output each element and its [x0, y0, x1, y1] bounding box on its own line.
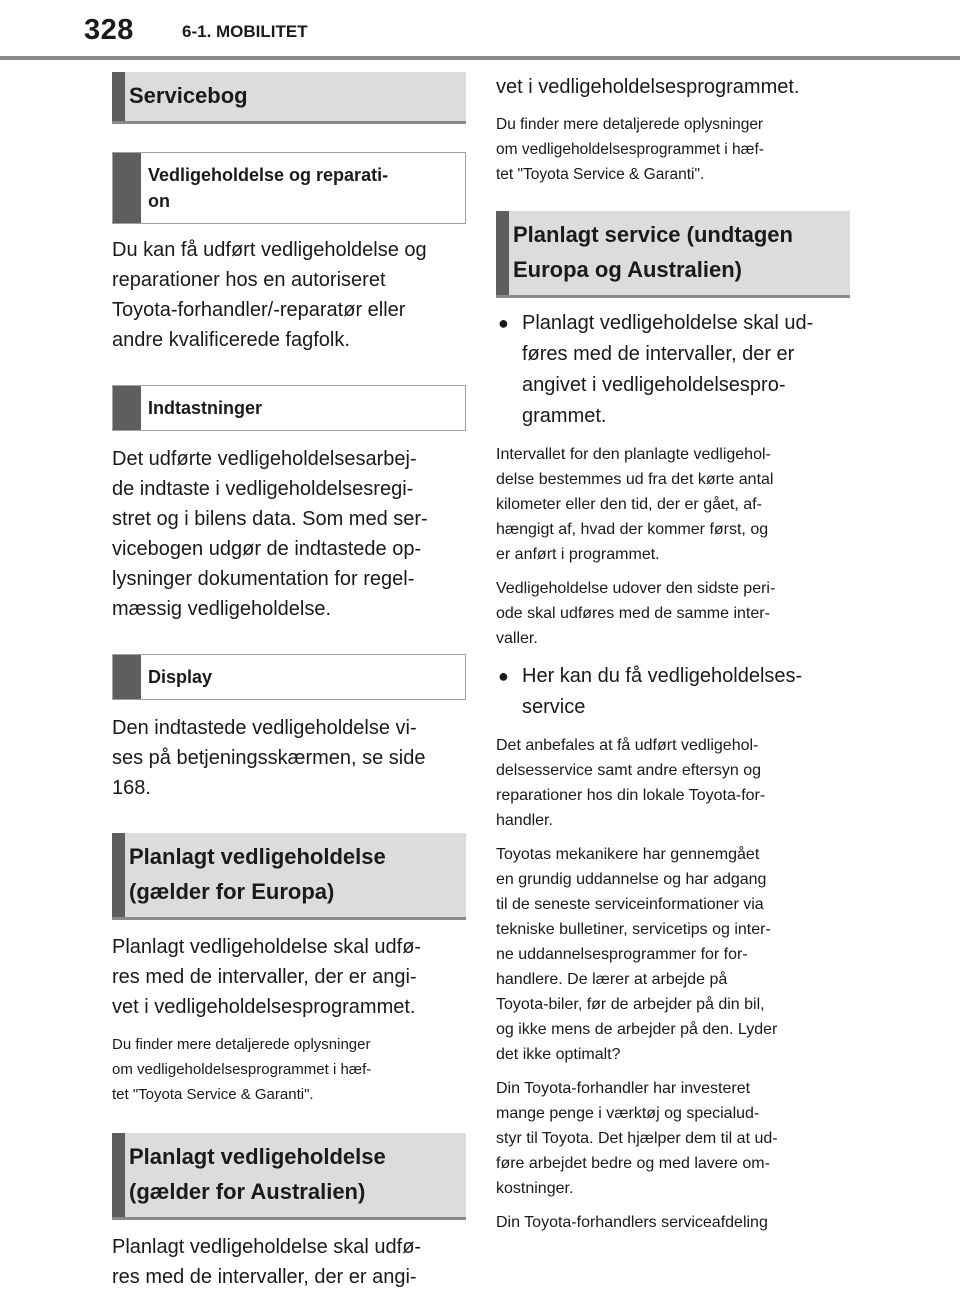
paragraph-investeret: Din Toyota-forhandler har investeret man… [496, 1080, 778, 1197]
subheading-vedligeholdelse: Vedligeholdelse og reparati- on [112, 152, 466, 224]
right-column: vet i vedligeholdelsesprogrammet. Du fin… [496, 72, 850, 1235]
bullet-item-service: ● Her kan du få vedligeholdelses- servic… [496, 661, 850, 723]
bullet-icon: ● [498, 313, 509, 333]
heading-servicebog: Servicebog [112, 72, 466, 124]
paragraph-indtastninger: Det udførte vedligeholdelsesarbej- de in… [112, 448, 428, 620]
header-divider [0, 56, 960, 60]
paragraph-australien: Planlagt vedligeholdelse skal udfø- res … [112, 1236, 422, 1288]
paragraph-display: Den indtastede vedligeholdelse vi- ses p… [112, 717, 426, 799]
subheading-display: Display [112, 654, 466, 700]
subheading-indtastninger: Indtastninger [112, 385, 466, 431]
paragraph-interval: Intervallet for den planlagte vedligehol… [496, 446, 774, 563]
bullet-icon: ● [498, 666, 509, 686]
bullet-item-planlagt: ● Planlagt vedligeholdelse skal ud- føre… [496, 308, 850, 432]
paragraph-continued-note: Du finder mere detaljerede oplysninger o… [496, 116, 764, 183]
subheading-indtastninger-text: Indtastninger [148, 398, 263, 418]
paragraph-anbefales: Det anbefales at få udført vedligehol- d… [496, 737, 766, 829]
paragraph-udover: Vedligeholdelse udover den sidste peri- … [496, 580, 776, 647]
section-title: 6-1. MOBILITET [182, 22, 308, 41]
page-number: 328 [84, 14, 134, 46]
paragraph-vedligeholdelse: Du kan få udført vedligeholdelse og repa… [112, 239, 427, 351]
paragraph-europa: Planlagt vedligeholdelse skal udfø- res … [112, 936, 422, 1018]
bullet-text-planlagt: Planlagt vedligeholdelse skal ud- føres … [522, 312, 814, 427]
subheading-vedligeholdelse-text: Vedligeholdelse og reparati- on [148, 165, 389, 211]
heading-europa: Planlagt vedligeholdelse (gælder for Eur… [112, 833, 466, 920]
paragraph-mekanikere: Toyotas mekanikere har gennemgået en gru… [496, 846, 778, 1063]
paragraph-continued: vet i vedligeholdelsesprogrammet. [496, 76, 800, 98]
subheading-display-text: Display [148, 667, 213, 687]
left-column: Servicebog Vedligeholdelse og reparati- … [112, 72, 466, 1292]
paragraph-europa-note: Du finder mere detaljerede oplysninger o… [112, 1036, 372, 1103]
paragraph-serviceafdeling: Din Toyota-forhandlers serviceafdeling [496, 1214, 768, 1231]
page-header: 328 6-1. MOBILITET [0, 0, 960, 62]
bullet-text-service: Her kan du få vedligeholdelses- service [522, 665, 803, 718]
heading-undtagen: Planlagt service (undtagen Europa og Aus… [496, 211, 850, 298]
heading-australien: Planlagt vedligeholdelse (gælder for Aus… [112, 1133, 466, 1220]
